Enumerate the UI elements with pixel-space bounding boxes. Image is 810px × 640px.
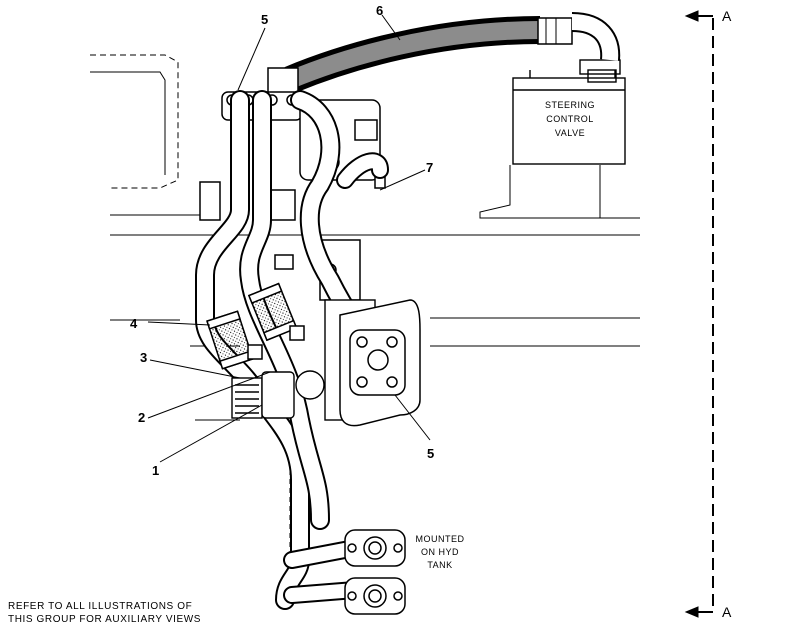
steering-label-line2: CONTROL: [546, 114, 594, 124]
footnote-line2: THIS GROUP FOR AUXILIARY VIEWS: [8, 614, 201, 625]
steering-control-valve: [512, 59, 626, 165]
leader-lines: [147, 14, 431, 463]
section-line-a: [684, 10, 714, 618]
callout-7: 7: [426, 160, 433, 175]
mounted-label-line2: ON HYD: [421, 547, 459, 557]
mounted-label-line1: MOUNTED: [416, 534, 465, 544]
hyd-tank-flanges: [344, 529, 406, 615]
callout-5-top: 5: [261, 12, 268, 27]
manifold-block: [199, 91, 386, 301]
hose-6: [267, 12, 621, 95]
mounted-label-line3: TANK: [427, 560, 452, 570]
callout-2: 2: [138, 410, 145, 425]
callout-4: 4: [130, 316, 138, 331]
section-label-bottom: A: [722, 604, 732, 620]
pump-flange: [339, 299, 421, 427]
callout-3: 3: [140, 350, 147, 365]
hose-4-sleeves: [206, 282, 305, 370]
section-label-top: A: [722, 8, 732, 24]
callout-6: 6: [376, 3, 383, 18]
steering-label-line1: STEERING: [545, 100, 595, 110]
footnote-line1: REFER TO ALL ILLUSTRATIONS OF: [8, 601, 192, 612]
steering-label-line3: VALVE: [555, 128, 585, 138]
callout-1: 1: [152, 463, 159, 478]
callout-5-bottom: 5: [427, 446, 434, 461]
